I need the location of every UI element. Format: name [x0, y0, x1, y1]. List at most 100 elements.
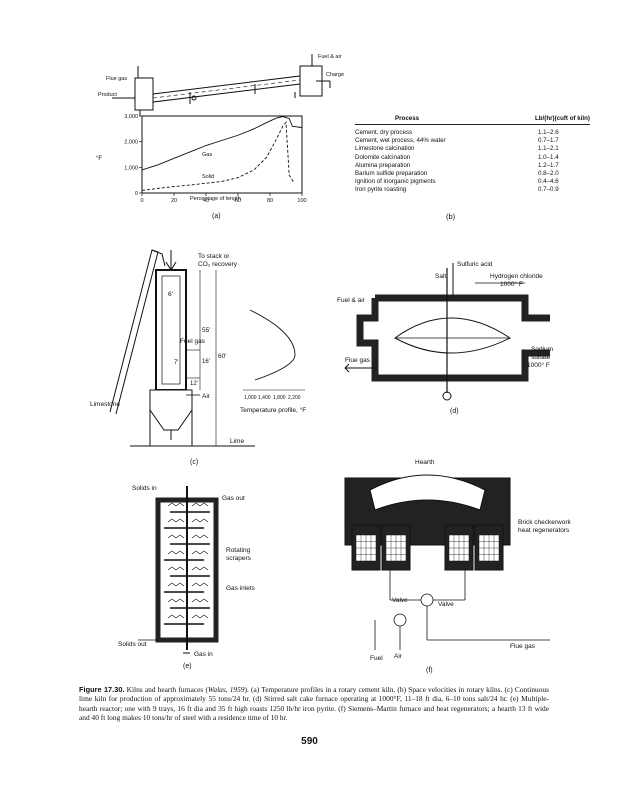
f-flue-gas: Flue gas — [510, 643, 536, 650]
c-to-stack-1: To stack or — [198, 253, 230, 260]
d-fuel-air: Fuel & air — [337, 297, 366, 304]
f-hearth: Hearth — [415, 459, 435, 466]
figure-e-label: (e) — [183, 663, 192, 670]
chart-a-ylabel: °F — [96, 156, 102, 162]
x-tick-label: 80 — [267, 198, 273, 204]
process-cell: Cement, wet process, 44% water — [355, 137, 446, 145]
e-solids-in: Solids in — [132, 485, 157, 492]
e-rotating-1: Rotating — [226, 547, 251, 554]
rate-cell: 0.4–4.6 — [538, 178, 590, 186]
y-tick-label: 1,000 — [124, 165, 138, 171]
series-label-gas: Gas — [202, 152, 212, 158]
e-solids-out: Solids out — [118, 641, 147, 648]
c-dim-55: 55' — [202, 327, 210, 334]
figure-c-label: (c) — [190, 459, 198, 466]
col-rate: Lb/(hr)(cuft of kiln) — [535, 115, 590, 122]
c-fuel-gas: Fuel gas — [180, 338, 206, 345]
f-brick-2: heat regenerators — [518, 527, 570, 534]
d-hcl: Hydrogen chloride — [490, 273, 543, 280]
y-tick-label: 3,000 — [124, 114, 138, 120]
f-fuel: Fuel — [370, 655, 383, 662]
series-solid-line — [142, 122, 294, 190]
figure-c: To stack or CO₂ recovery 6' 55' 60' Fuel… — [90, 240, 325, 470]
e-gas-in: Gas in — [194, 651, 213, 658]
c-xtick-4: 2,200 — [288, 395, 301, 401]
multiple-hearth-drawing — [138, 486, 216, 653]
c-to-stack-2: CO₂ recovery — [198, 261, 238, 268]
d-sulfuric-acid: Sulfuric acid — [457, 261, 493, 268]
y-tick-label: 0 — [135, 191, 138, 197]
table-row: Ignition of inorganic pigments 0.4–4.6 — [355, 178, 590, 186]
rate-cell: 1.1–2.1 — [538, 145, 590, 153]
process-cell: Dolomite calcination — [355, 154, 410, 162]
table-header: Process Lb/(hr)(cuft of kiln) — [355, 115, 590, 125]
figure-e: Solids in Gas out Rotating scrapers Gas … — [118, 478, 278, 673]
x-tick-label: 20 — [171, 198, 177, 204]
lime-kiln-drawing — [110, 250, 305, 446]
process-cell: Alumina preparation — [355, 162, 410, 170]
e-gas-inlets: Gas inlets — [226, 585, 256, 592]
table-row: Alumina preparation 1.2–1.7 — [355, 162, 590, 170]
siemens-martin-furnace-drawing — [345, 475, 550, 650]
x-tick-label: 100 — [297, 198, 306, 204]
series-gas-line — [142, 117, 302, 170]
f-valve-1: Valve — [392, 597, 408, 604]
figure-d-label: (d) — [450, 408, 459, 415]
process-cell: Barium sulfide preparation — [355, 170, 427, 178]
col-process: Process — [395, 115, 419, 122]
x-tick-label: 0 — [140, 198, 143, 204]
figure-caption: Figure 17.30. Kilns and hearth furnaces … — [79, 685, 549, 723]
process-cell: Cement, dry process — [355, 129, 412, 137]
f-valve-2: Valve — [438, 601, 454, 608]
rate-cell: 0.7–0.9 — [538, 186, 590, 194]
caption-text-1: Kilns and hearth furnaces ( — [127, 685, 208, 694]
table-row: Cement, dry process 1.1–2.6 — [355, 129, 590, 137]
rate-cell: 0.7–1.7 — [538, 137, 590, 145]
rate-cell: 1.1–2.6 — [538, 129, 590, 137]
y-tick-label: 2,000 — [124, 140, 138, 146]
series-label-solid: Solid — [202, 174, 214, 180]
c-dim-16: 16' — [202, 359, 210, 365]
c-xtick-3: 1,800 — [273, 395, 286, 401]
figure-f: Hearth Brick checkerwork heat regenerato… — [330, 450, 610, 675]
figure-a-label: (a) — [212, 213, 221, 220]
c-limestone: Limestone — [90, 401, 120, 408]
caption-reference: Walas, 1959 — [208, 685, 245, 694]
rate-cell: 1.2–1.7 — [538, 162, 590, 170]
d-salt: Salt — [435, 273, 446, 280]
c-xtick-1: 1,000 — [244, 395, 257, 401]
kiln-label-charge: Charge — [326, 72, 344, 78]
c-dim-12: 12' — [190, 381, 198, 387]
rate-cell: 1.0–1.4 — [538, 154, 590, 162]
figure-f-label: (f) — [426, 667, 433, 674]
chart-a-xlabel: Percentage of length — [190, 196, 241, 202]
c-air: Air — [202, 393, 211, 400]
c-dim-7: 7' — [174, 360, 178, 366]
process-cell: Ignition of inorganic pigments — [355, 178, 436, 186]
table-row: Barium sulfide preparation 0.8–2.0 — [355, 170, 590, 178]
e-rotating-2: scrapers — [226, 555, 252, 562]
process-cell: Limestone calcination — [355, 145, 415, 153]
rate-cell: 0.8–2.0 — [538, 170, 590, 178]
d-sodium-3: 1000° F — [527, 361, 550, 369]
c-profile-label: Temperature profile, °F — [240, 406, 306, 414]
kiln-label-product: Product — [98, 92, 117, 98]
table-row: Limestone calcination 1.1–2.1 — [355, 145, 590, 153]
table-row: Dolomite calcination 1.0–1.4 — [355, 154, 590, 162]
page-number: 590 — [0, 736, 619, 747]
f-brick-1: Brick checkerwork — [518, 519, 571, 526]
kiln-label-flue-gas: Flue gas — [106, 76, 127, 82]
space-velocity-table: Process Lb/(hr)(cuft of kiln) Cement, dr… — [355, 115, 590, 195]
c-dim-60: 60' — [218, 353, 226, 360]
c-xtick-2: 1,400 — [258, 395, 271, 401]
figure-b-label: (b) — [446, 212, 455, 221]
table-row: Iron pyrite roasting 0.7–0.9 — [355, 186, 590, 194]
d-flue-gas: Flue gas — [345, 357, 371, 364]
caption-figure-number: Figure 17.30. — [79, 685, 125, 694]
d-sodium-1: Sodium — [531, 346, 553, 353]
process-cell: Iron pyrite roasting — [355, 186, 406, 194]
c-dim-6: 6' — [168, 291, 173, 298]
c-lime: Lime — [230, 438, 244, 445]
figure-d: Sulfuric acid Salt Hydrogen chloride 100… — [335, 258, 555, 418]
